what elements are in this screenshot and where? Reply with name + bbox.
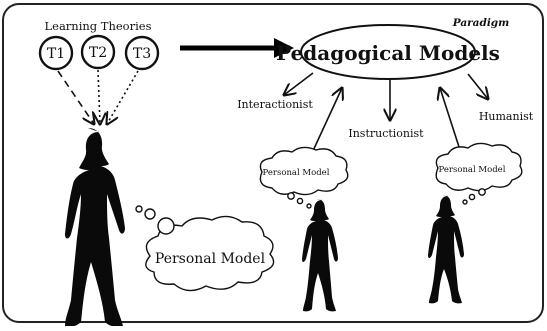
silhouette-shape	[65, 128, 125, 327]
arrow-personal-left-up	[311, 88, 342, 154]
theory-label: T2	[89, 45, 107, 61]
thought-bubble	[462, 199, 468, 205]
pedagogical-models-node: Pedagogical Models	[276, 24, 500, 80]
silhouette-shape	[302, 199, 338, 312]
theory-arrow-t3	[107, 70, 139, 124]
model-instructionist: Instructionist	[348, 127, 424, 140]
thought-text: Personal Model	[155, 251, 266, 267]
theory-circle	[80, 34, 116, 70]
person-silhouette-center	[302, 199, 338, 312]
cloud-shape	[145, 215, 275, 292]
paradigm-label: Paradigm	[452, 17, 510, 29]
thought-bubble	[306, 203, 312, 209]
pedagogical-models-ellipse	[300, 24, 476, 80]
pedagogical-models-title: Pedagogical Models	[276, 41, 500, 65]
thought-text: Personal Model	[439, 165, 506, 175]
thought-bubble	[478, 188, 486, 196]
theory-arrow-t2	[98, 69, 100, 124]
thought-bubble	[468, 193, 476, 201]
arrow-personal-right-up	[440, 88, 461, 151]
theory-circle	[124, 35, 160, 71]
thought-bubble	[296, 197, 304, 205]
diagram-frame	[2, 3, 544, 323]
thought-cloud-large: Personal Model	[135, 205, 275, 292]
theory-node-t3: T3	[124, 35, 160, 71]
person-silhouette-right	[428, 195, 464, 304]
model-humanist: Humanist	[479, 110, 534, 123]
cloud-shape	[435, 142, 523, 192]
theory-arrow-t1	[57, 70, 94, 124]
person-silhouette-large	[65, 128, 125, 327]
thought-bubble	[287, 192, 295, 200]
thought-cloud-small-left: Personal Model	[259, 146, 349, 209]
theory-circle	[38, 35, 74, 71]
arrow-to-humanist	[467, 73, 488, 99]
theory-label: T3	[133, 46, 151, 62]
learning-theories-label: Learning Theories	[45, 19, 152, 33]
theory-label: T1	[47, 46, 65, 62]
model-interactionist: Interactionist	[237, 98, 313, 111]
thought-text: Personal Model	[263, 168, 330, 178]
cloud-shape	[259, 146, 349, 196]
theory-node-t1: T1	[38, 35, 74, 71]
thought-bubble	[157, 217, 175, 235]
theory-node-t2: T2	[80, 34, 116, 70]
thought-bubble	[144, 208, 156, 220]
arrow-to-interactionist	[284, 72, 314, 95]
thought-bubble	[135, 205, 143, 213]
thought-cloud-small-right: Personal Model	[435, 142, 523, 205]
silhouette-shape	[428, 195, 464, 304]
